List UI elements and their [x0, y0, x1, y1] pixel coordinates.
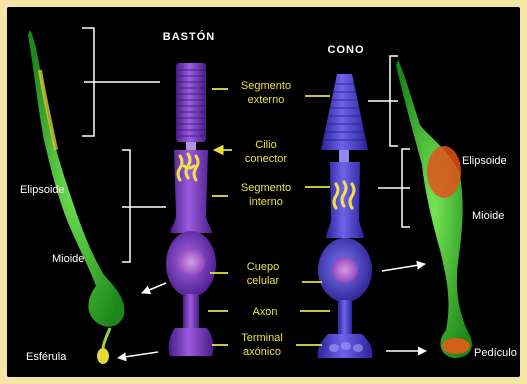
cone-title: CONO [328, 44, 365, 56]
rod-micrograph [28, 30, 124, 364]
rod-cell [166, 63, 216, 356]
label-cilium-2: conector [245, 153, 288, 165]
label-inner-segment-2: interno [249, 196, 283, 208]
right-label-ellipsoid: Elipsoide [462, 155, 507, 167]
rod-title: BASTÓN [163, 30, 215, 43]
label-outer-segment-2: externo [248, 94, 285, 106]
right-label-pedicle: Pedículo [474, 347, 517, 359]
cone-cell [317, 74, 372, 358]
label-cilium-1: Cilio [255, 139, 276, 151]
label-terminal-2: axónico [243, 346, 281, 358]
left-label-spherule: Esférula [26, 351, 67, 363]
label-cell-body-1: Cuepo [247, 261, 279, 273]
label-cell-body-2: celular [247, 275, 280, 287]
right-label-myoid: Mioide [472, 210, 504, 222]
cone-micrograph [396, 60, 472, 358]
label-outer-segment-1: Segmento [241, 80, 291, 92]
label-terminal-1: Terminal [241, 332, 283, 344]
label-inner-segment-1: Segmento [241, 182, 291, 194]
left-label-myoid: Mioide [52, 253, 84, 265]
label-axon: Axon [252, 306, 277, 318]
left-label-ellipsoid: Elipsoide [20, 184, 65, 196]
